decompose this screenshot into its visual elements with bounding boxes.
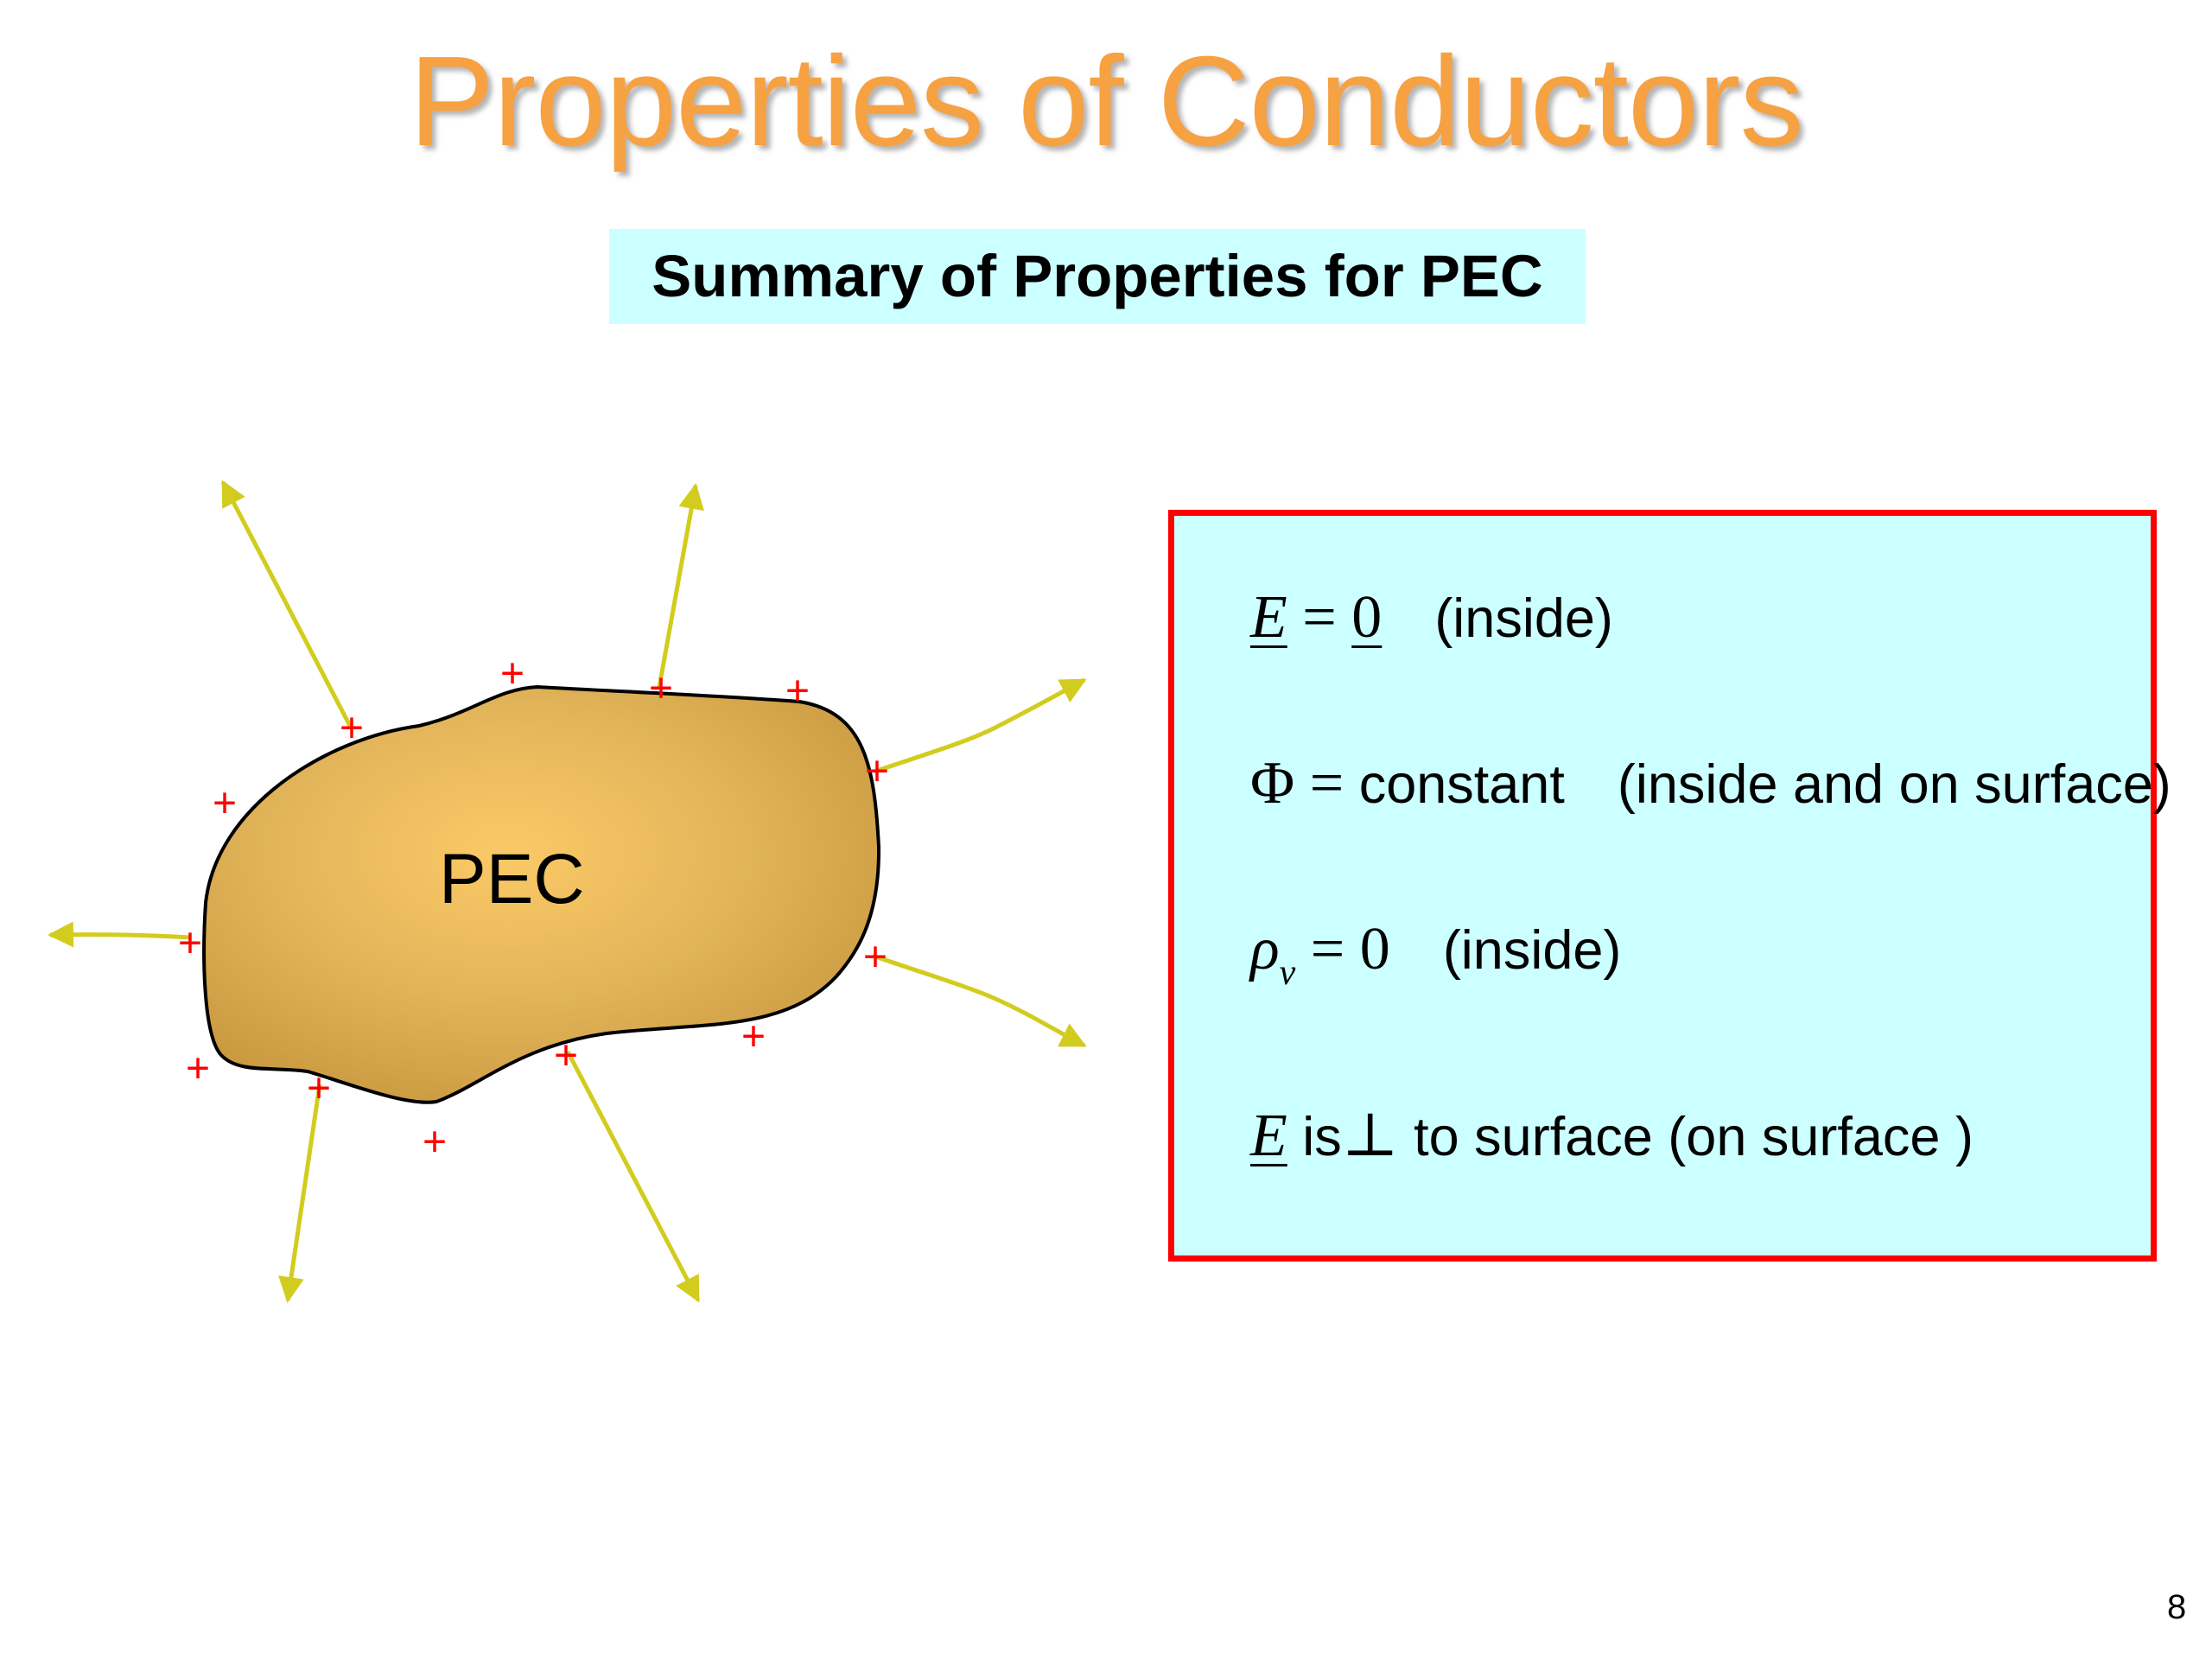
phi-symbol: Φ — [1250, 750, 1294, 817]
charge-plus: + — [213, 781, 237, 827]
zero-value: 0 — [1360, 916, 1390, 982]
perpendicular-symbol: ⊥ — [1342, 1103, 1399, 1169]
equals-sign: = — [1311, 916, 1344, 982]
field-line-arrow — [659, 486, 696, 687]
pec-diagram: + + + + + + + + + + + + + — [0, 0, 1141, 1348]
field-line-arrow — [223, 482, 350, 726]
is-text: is — [1302, 1107, 1342, 1167]
charge-plus: + — [741, 1014, 766, 1060]
property-potential-constant: Φ = constant (inside and on surface) — [1250, 749, 2171, 818]
e-field-symbol: E — [1250, 1103, 1287, 1169]
property-field-zero: E = 0 (inside) — [1250, 583, 1613, 652]
zero-vector: 0 — [1351, 584, 1382, 651]
field-line-arrow — [568, 1052, 698, 1300]
condition-note: (inside) — [1443, 920, 1622, 981]
constant-text: constant — [1359, 754, 1565, 815]
rho-subscript: v — [1280, 953, 1296, 993]
charge-plus: + — [340, 706, 364, 752]
equals-sign: = — [1310, 750, 1344, 817]
to-surface-text: to surface — [1414, 1107, 1653, 1167]
condition-note: (inside and on surface) — [1618, 754, 2171, 815]
charge-plus: + — [865, 749, 889, 795]
charge-plus: + — [423, 1120, 447, 1166]
e-field-symbol: E — [1250, 584, 1287, 651]
page-number: 8 — [2167, 1588, 2186, 1627]
property-field-perpendicular: E is⊥ to surface (on surface ) — [1250, 1099, 1974, 1171]
field-line-arrow — [873, 956, 1084, 1046]
condition-note: (on surface ) — [1668, 1107, 1974, 1167]
charge-plus: + — [500, 652, 524, 697]
charge-plus: + — [785, 669, 810, 715]
properties-box: E = 0 (inside) Φ = constant (inside and … — [1168, 510, 2157, 1262]
charge-plus: + — [186, 1046, 210, 1092]
pec-label: PEC — [439, 836, 585, 923]
charge-plus: + — [649, 666, 673, 712]
charge-plus: + — [178, 921, 202, 967]
property-charge-density-zero: ρv = 0 (inside) — [1250, 915, 1621, 994]
charge-plus: + — [863, 935, 887, 981]
rho-symbol: ρ — [1250, 916, 1280, 982]
charge-plus: + — [307, 1066, 331, 1112]
equals-sign: = — [1302, 584, 1336, 651]
charge-plus: + — [554, 1033, 578, 1079]
condition-note: (inside) — [1434, 588, 1613, 649]
field-line-arrow — [874, 680, 1084, 772]
field-line-arrow — [288, 1084, 320, 1300]
field-line-arrow — [50, 935, 190, 938]
